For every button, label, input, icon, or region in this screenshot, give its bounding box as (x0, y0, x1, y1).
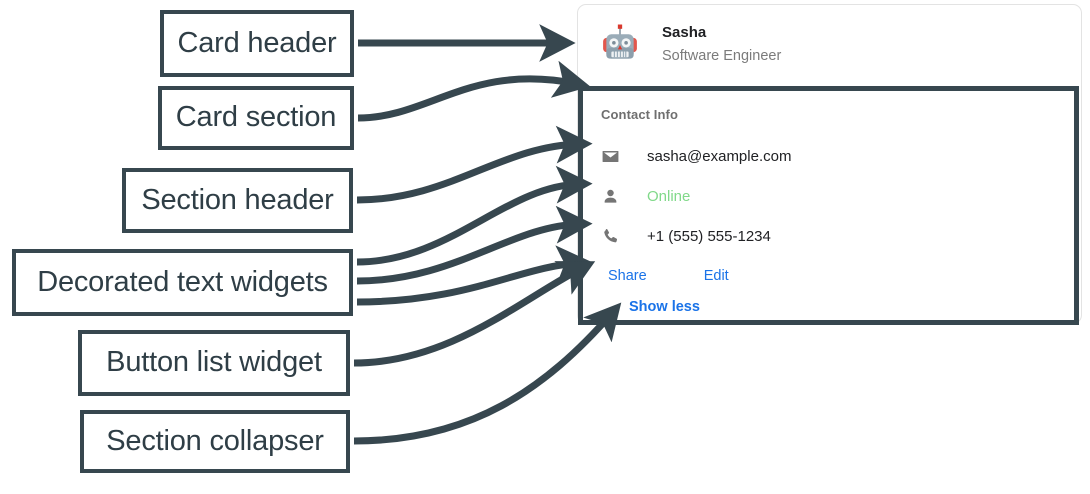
card-header: Sasha Software Engineer (577, 4, 1082, 86)
annotation-label-text: Card section (175, 101, 337, 134)
email-icon (601, 147, 620, 166)
annotation-label-card-section: Card section (158, 86, 354, 150)
annotation-label-button-list: Button list widget (78, 330, 350, 396)
arrow-decorated-text-3 (356, 245, 593, 306)
contact-card: Sasha Software Engineer Contact Info sas… (577, 4, 1082, 325)
arrow-decorated-text-1 (356, 165, 593, 266)
decorated-text-widget-status: Online (601, 176, 1074, 216)
status-value: Online (647, 187, 691, 205)
arrow-section-header (356, 125, 593, 204)
button-list-widget: Share Edit (608, 260, 1074, 292)
section-header: Contact Info (601, 107, 679, 122)
section-collapser: Show less (629, 292, 1074, 322)
person-icon (601, 187, 620, 206)
card-section: Contact Info sasha@example.com (578, 86, 1079, 325)
card-header-text: Sasha Software Engineer (662, 23, 781, 67)
annotation-label-text: Decorated text widgets (37, 265, 328, 298)
card-header-title: Sasha (662, 23, 707, 41)
phone-value: +1 (555) 555-1234 (647, 227, 771, 245)
share-button[interactable]: Share (608, 268, 647, 284)
annotation-label-section-header: Section header (122, 168, 353, 233)
card-section-content: Contact Info sasha@example.com (583, 91, 1074, 320)
annotation-label-section-collapser: Section collapser (80, 410, 350, 473)
show-less-button[interactable]: Show less (629, 299, 700, 315)
annotation-label-text: Section header (141, 183, 334, 216)
annotation-label-decorated-text: Decorated text widgets (12, 249, 353, 316)
arrow-section-collapser (353, 302, 622, 445)
arrow-card-section (357, 60, 591, 122)
robot-avatar-icon (603, 24, 637, 59)
email-value: sasha@example.com (647, 147, 792, 165)
decorated-text-widget-email: sasha@example.com (601, 136, 1074, 176)
arrow-button-list (353, 261, 596, 367)
annotation-label-text: Section collapser (106, 424, 324, 457)
annotation-label-card-header: Card header (160, 10, 354, 77)
edit-button[interactable]: Edit (703, 268, 729, 284)
phone-icon (601, 227, 620, 246)
arrow-decorated-text-2 (356, 205, 593, 285)
card-header-subtitle: Software Engineer (662, 48, 782, 65)
annotation-label-text: Card header (177, 26, 337, 59)
annotation-label-text: Button list widget (106, 346, 322, 379)
decorated-text-widget-phone: +1 (555) 555-1234 (601, 216, 1074, 256)
